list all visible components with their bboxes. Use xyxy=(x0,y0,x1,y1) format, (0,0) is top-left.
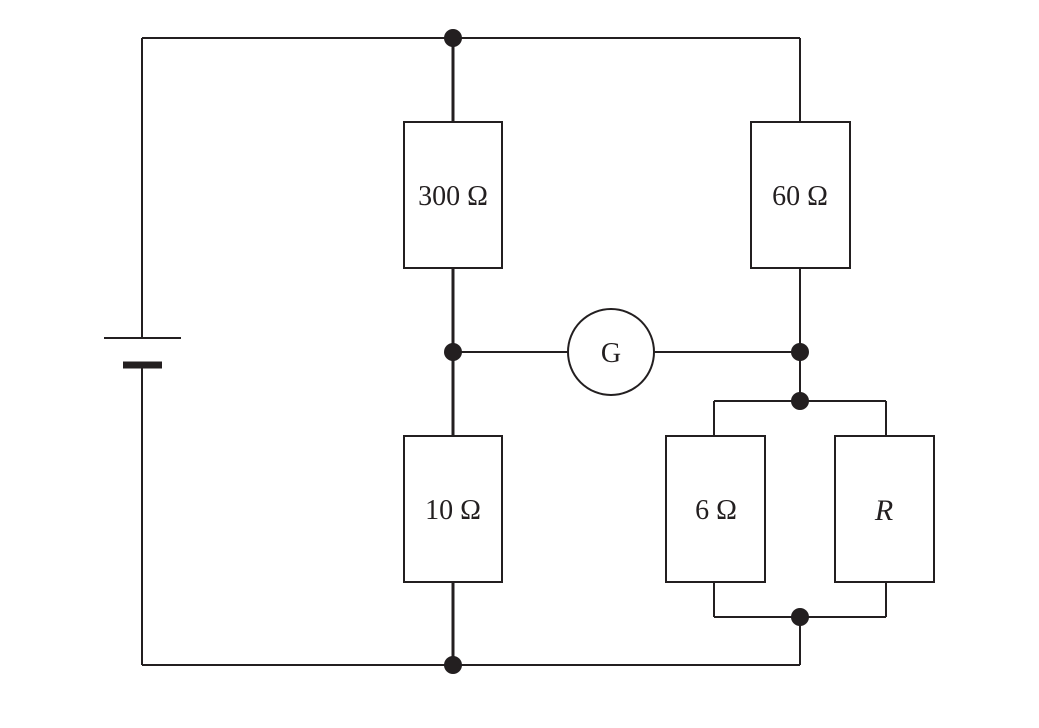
battery-icon xyxy=(104,337,181,369)
left-branch: 300 Ω 10 Ω xyxy=(403,38,503,665)
galvanometer-bridge: G xyxy=(453,308,800,396)
resistor-10-ohm-body xyxy=(403,435,503,583)
right-branch: 60 Ω 6 Ω R xyxy=(665,38,935,665)
resistor-r-label: R xyxy=(874,494,893,527)
resistor-6-ohm: 6 Ω xyxy=(665,435,766,583)
resistor-6-ohm-body xyxy=(665,435,766,583)
outer-wires xyxy=(141,37,800,666)
resistor-r: R xyxy=(834,435,935,583)
junction-dot-icon xyxy=(444,343,462,361)
junctions xyxy=(444,29,809,674)
resistor-10-ohm-label: 10 Ω xyxy=(425,495,481,526)
resistor-60-ohm: 60 Ω xyxy=(750,121,851,269)
resistor-300-ohm-body xyxy=(403,121,503,269)
resistor-300-ohm-label: 300 Ω xyxy=(418,181,488,212)
resistor-60-ohm-label: 60 Ω xyxy=(772,181,828,212)
galvanometer-icon: G xyxy=(567,308,655,396)
junction-dot-icon xyxy=(444,29,462,47)
galvanometer-label: G xyxy=(601,338,621,369)
resistor-r-body xyxy=(834,435,935,583)
junction-dot-icon xyxy=(791,392,809,410)
junction-dot-icon xyxy=(444,656,462,674)
galvanometer-circle xyxy=(567,308,655,396)
resistor-10-ohm: 10 Ω xyxy=(403,435,503,583)
parallel-combination: 6 Ω R xyxy=(665,400,935,618)
junction-dot-icon xyxy=(791,343,809,361)
resistor-60-ohm-body xyxy=(750,121,851,269)
junction-dot-icon xyxy=(791,608,809,626)
resistor-6-ohm-label: 6 Ω xyxy=(695,495,737,526)
resistor-300-ohm: 300 Ω xyxy=(403,121,503,269)
